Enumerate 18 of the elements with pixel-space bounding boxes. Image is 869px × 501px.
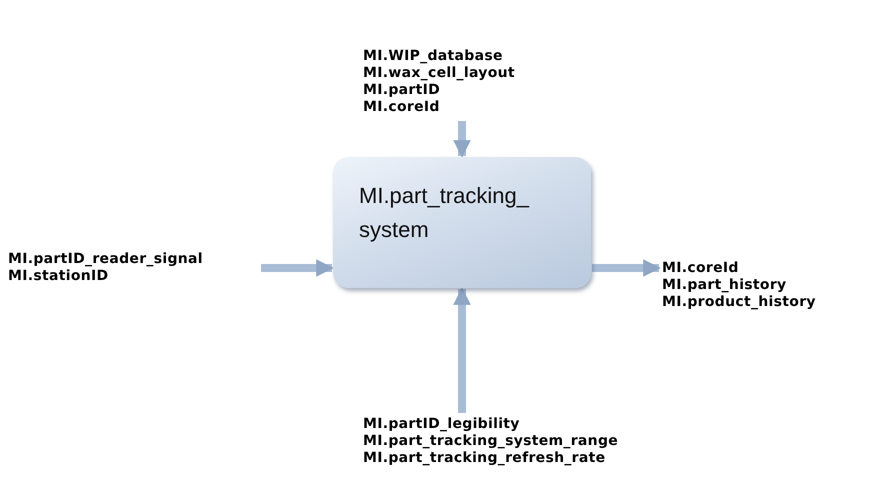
signal-label: MI.stationID: [8, 268, 110, 285]
process-label: MI.part_tracking_system: [359, 182, 530, 244]
signal-label: MI.part_tracking_refresh_rate: [363, 450, 606, 467]
signal-label: MI.wax_cell_layout: [363, 65, 516, 82]
signal-label: MI.WIP_database: [363, 48, 504, 65]
signal-label: MI.coreId: [363, 99, 441, 116]
signal-label: MI.part_tracking_system_range: [363, 433, 620, 450]
arrow: [261, 259, 334, 277]
signal-label: MI.partID_reader_signal: [8, 251, 204, 268]
signal-label: MI.partID: [363, 82, 442, 99]
arrow: [453, 287, 471, 413]
signal-label: MI.part_history: [662, 277, 788, 294]
arrow: [592, 259, 661, 277]
arrow: [453, 121, 471, 158]
signal-label: MI.product_history: [662, 294, 817, 311]
signal-label: MI.coreId: [662, 260, 740, 277]
signal-label: MI.partID_legibility: [363, 416, 521, 433]
process-box: [333, 157, 591, 288]
